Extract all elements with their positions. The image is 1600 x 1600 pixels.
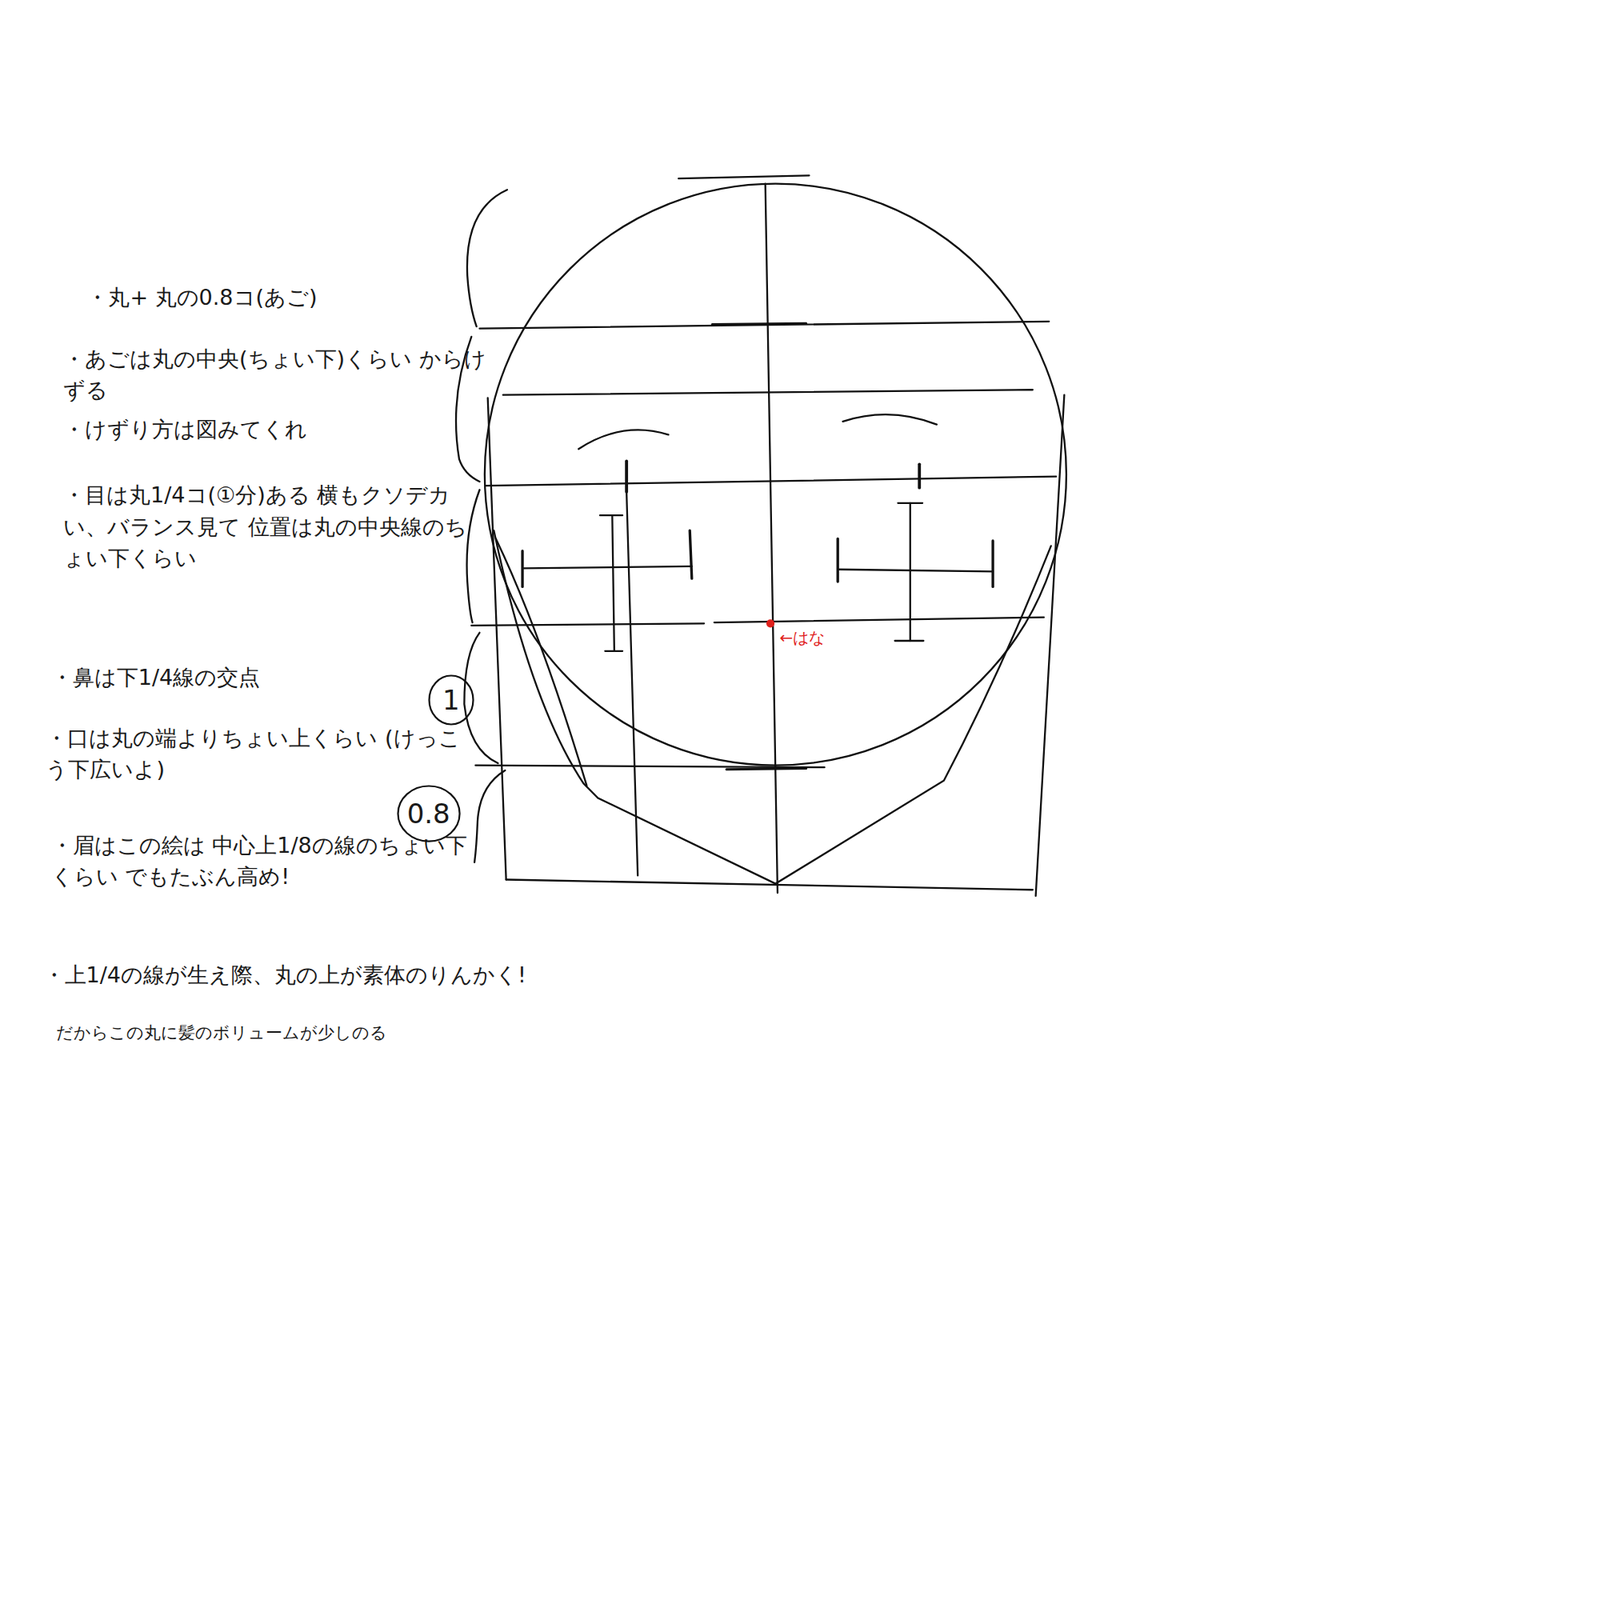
hairline-guide <box>479 321 1049 329</box>
note-text: ・あごは丸の中央(ちょい下)くらい からけずる <box>63 343 492 406</box>
left-eyebrow <box>578 429 668 449</box>
nose-point <box>766 619 775 628</box>
nose-label: ←はな <box>779 626 861 650</box>
guide-tick <box>726 768 806 769</box>
number-text: 0.8 <box>407 797 451 830</box>
guide-tick <box>712 323 806 324</box>
note-text: ・けずり方は図みてくれ <box>63 413 492 445</box>
circled-number: 0.8 <box>396 784 461 843</box>
center-guide <box>485 476 1056 486</box>
jaw-outline <box>496 538 588 786</box>
note-text: ・口は丸の端よりちょい上くらい (けっこう下広いよ) <box>45 722 475 785</box>
left-eye-guide <box>522 515 692 652</box>
note-text: だからこの丸に髪のボリュームが少しのる <box>56 1020 628 1045</box>
note-text: ・上1/4の線が生え際、丸の上が素体のりんかく! <box>43 959 615 991</box>
top-mark <box>678 175 809 179</box>
right-eye-guide <box>837 503 993 641</box>
jaw-outline <box>493 530 1051 884</box>
head-circle <box>484 184 1067 766</box>
eighth-guide <box>503 389 1033 395</box>
note-text: ・目は丸1/4コ(①分)ある 横もクソデカい、バランス見て 位置は丸の中央線のち… <box>63 479 472 573</box>
eyebrow-tick <box>917 464 921 488</box>
circled-number: 1 <box>428 674 475 726</box>
nose-guide <box>471 623 704 626</box>
note-text: ・鼻は下1/4線の交点 <box>51 661 480 693</box>
head-box <box>488 395 1065 896</box>
note-text: ・丸+ 丸の0.8コ(あご) <box>86 281 536 313</box>
circle-bottom-guide <box>475 765 824 768</box>
number-text: 1 <box>442 684 460 716</box>
right-eyebrow <box>843 414 937 425</box>
center-line <box>765 184 778 893</box>
eyebrow-tick <box>624 461 628 492</box>
nose-guide <box>714 617 1044 623</box>
